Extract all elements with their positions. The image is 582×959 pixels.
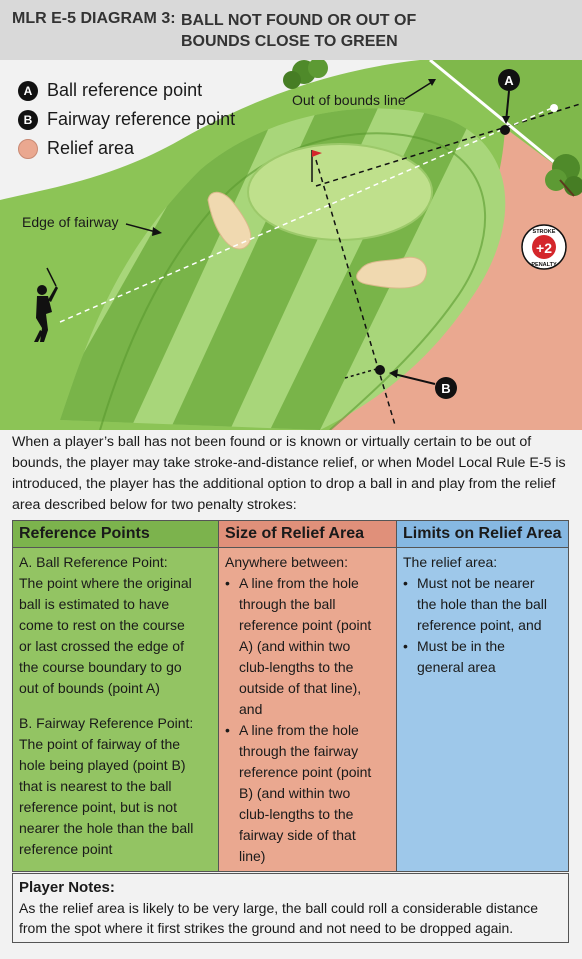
cell-line: outside of that line), bbox=[239, 680, 362, 696]
cell-line: the course boundary to go bbox=[19, 659, 182, 675]
cell-line: reference point (point bbox=[239, 764, 372, 780]
size-relief-area-cell: Anywhere between: • A line from the hole… bbox=[218, 547, 397, 872]
cell-line: through the fairway bbox=[239, 743, 359, 759]
cell-line: ball is estimated to have bbox=[19, 596, 170, 612]
header-size-relief-area: Size of Relief Area bbox=[218, 520, 397, 548]
cell-line: club-lengths to the bbox=[239, 659, 354, 675]
diagram-title: BALL NOT FOUND OR OUT OF BOUNDS CLOSE TO… bbox=[181, 12, 417, 50]
course-diagram: A B bbox=[0, 58, 582, 430]
cell-line: general area bbox=[417, 659, 496, 675]
cell-line: The point of fairway of the bbox=[19, 736, 181, 752]
fairway-reference-point bbox=[375, 365, 385, 375]
intro-paragraph: When a player’s ball has not been found … bbox=[12, 434, 566, 513]
cell-line: reference point, but is not bbox=[19, 799, 177, 815]
legend-item-relief-area: Relief area bbox=[18, 138, 134, 159]
player-notes-title: Player Notes: bbox=[19, 879, 115, 896]
player-notes-text: As the relief area is likely to be very … bbox=[19, 900, 539, 936]
cell-line: hole being played (point B) bbox=[19, 757, 186, 773]
ball-reference-point bbox=[500, 125, 510, 135]
bullet-item: • Must not be nearer the hole than the b… bbox=[403, 573, 562, 636]
fairway-edge-callout: Edge of fairway bbox=[22, 214, 119, 230]
badge-value: +2 bbox=[536, 240, 552, 256]
marker-a-label: A bbox=[504, 73, 514, 88]
bunker-left bbox=[207, 191, 252, 250]
oob-callout-arrow bbox=[404, 81, 433, 100]
hole-to-b-line bbox=[315, 159, 396, 426]
limits-relief-area-cell: The relief area: • Must not be nearer th… bbox=[396, 547, 569, 872]
cell-line: fairway side of that bbox=[239, 827, 356, 843]
cell-line: B. Fairway Reference Point: bbox=[19, 715, 194, 731]
legend-label: Ball reference point bbox=[47, 80, 203, 100]
legend-item-ball-reference: A Ball reference point bbox=[18, 80, 202, 101]
cell-line: A. Ball Reference Point: bbox=[19, 554, 168, 570]
cell-line: B) (and within two bbox=[239, 785, 351, 801]
cell-line: reference point, and bbox=[417, 617, 542, 633]
relief-table: Reference Points Size of Relief Area Lim… bbox=[12, 520, 569, 872]
cell-line: Must be in the bbox=[417, 638, 505, 654]
hole-to-a-line bbox=[315, 103, 581, 187]
bullet-item: • A line from the hole through the fairw… bbox=[225, 720, 390, 867]
cell-line: A) (and within two bbox=[239, 638, 351, 654]
cell-line: come to rest on the course bbox=[19, 617, 185, 633]
header-reference-points: Reference Points bbox=[12, 520, 219, 548]
golfer-icon bbox=[34, 267, 58, 342]
cell-line: The relief area: bbox=[403, 554, 498, 570]
relief-area bbox=[330, 128, 582, 430]
cell-line: or last crossed the edge of bbox=[19, 638, 184, 654]
table-header-row: Reference Points Size of Relief Area Lim… bbox=[12, 520, 569, 548]
cell-line: reference point (point bbox=[239, 617, 372, 633]
cell-line: out of bounds (point A) bbox=[19, 680, 160, 696]
background-area bbox=[0, 60, 420, 200]
cell-line: through the ball bbox=[239, 596, 336, 612]
cell-line: club-lengths to the bbox=[239, 806, 354, 822]
cell-line: and bbox=[239, 701, 263, 717]
header-limits-relief-area: Limits on Relief Area bbox=[396, 520, 569, 548]
diagram-number: MLR E-5 DIAGRAM 3: bbox=[12, 10, 176, 27]
marker-b-label: B bbox=[441, 381, 450, 396]
bunker-right bbox=[356, 256, 427, 289]
reference-points-cell: A. Ball Reference Point: The point where… bbox=[12, 547, 219, 872]
bullet-item: • Must be in the general area bbox=[403, 636, 562, 678]
golf-ball-icon bbox=[550, 104, 558, 112]
relief-area-swatch bbox=[18, 138, 38, 159]
cell-line: the hole than the ball bbox=[417, 596, 547, 612]
marker-b bbox=[435, 377, 457, 399]
cell-line: Anywhere between: bbox=[225, 554, 348, 570]
badge-bottom: PENALTY bbox=[531, 262, 557, 268]
marker-a bbox=[498, 69, 520, 91]
cell-line: nearer the hole than the ball bbox=[19, 820, 194, 836]
legend-marker-b: B bbox=[18, 109, 38, 130]
badge-top: STROKE bbox=[533, 229, 556, 235]
oob-line-callout: Out of bounds line bbox=[292, 92, 406, 108]
table-row: A. Ball Reference Point: The point where… bbox=[12, 547, 569, 872]
cell-line: A line from the hole bbox=[239, 575, 359, 591]
penalty-badge: +2 STROKE PENALTY bbox=[521, 224, 567, 270]
fairway-edge bbox=[99, 132, 487, 430]
cell-line: reference point bbox=[19, 841, 113, 857]
bullet-item: • A line from the hole through the ball … bbox=[225, 573, 390, 720]
title-bar: MLR E-5 DIAGRAM 3: BALL NOT FOUND OR OUT… bbox=[0, 0, 582, 60]
tree-icon-right bbox=[545, 154, 582, 197]
cell-line: line) bbox=[239, 848, 266, 864]
club-length-marker bbox=[344, 367, 381, 379]
legend-label: Fairway reference point bbox=[47, 109, 236, 129]
fairway-callout-arrow bbox=[125, 223, 157, 233]
flag-icon bbox=[312, 150, 322, 157]
player-notes: Player Notes: As the relief area is like… bbox=[12, 873, 569, 943]
legend-label: Relief area bbox=[47, 138, 135, 158]
cell-line: that is nearest to the ball bbox=[19, 778, 172, 794]
cell-line: A line from the hole bbox=[239, 722, 359, 738]
cell-line: The point where the original bbox=[19, 575, 192, 591]
legend-item-fairway-reference: B Fairway reference point bbox=[18, 109, 235, 130]
tree-icon bbox=[283, 58, 328, 89]
legend-marker-a: A bbox=[18, 80, 38, 101]
cell-line: Must not be nearer bbox=[417, 575, 535, 591]
